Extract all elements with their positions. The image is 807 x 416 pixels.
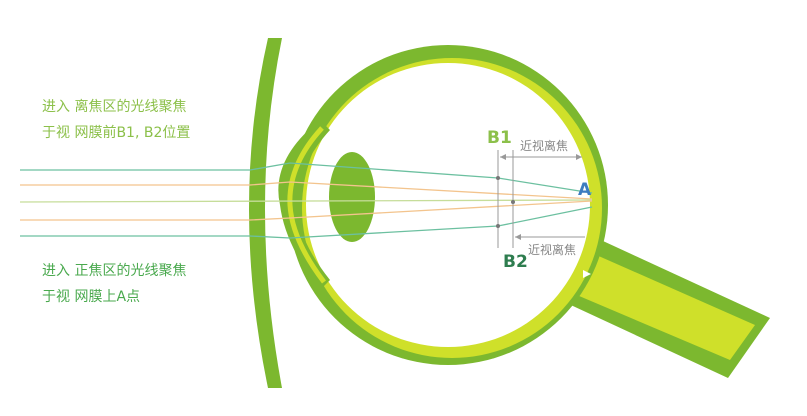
label-myopic-defocus-bottom: 近视离焦 (528, 243, 577, 257)
bottom-note: 进入 正焦区的光线聚焦 于视 网膜上A点 (42, 258, 186, 310)
bottom-note-line1: 进入 正焦区的光线聚焦 (42, 263, 187, 279)
label-b2: B2 (503, 252, 528, 272)
optic-nerve-core (565, 250, 755, 360)
bottom-note-line2: 于视 网膜上A点 (42, 289, 141, 305)
ray-green-bottom (20, 206, 593, 239)
label-b1: B1 (487, 128, 512, 148)
label-myopic-defocus-top: 近视离焦 (520, 139, 569, 153)
top-note-line2: 于视 网膜前B1, B2位置 (42, 125, 191, 141)
top-note: 进入 离焦区的光线聚焦 于视 网膜前B1, B2位置 (42, 94, 190, 146)
label-a: A (578, 180, 592, 200)
ray-green-top (20, 162, 593, 194)
light-rays (19, 162, 593, 239)
contact-lens (249, 38, 282, 388)
ray-center (19, 199, 593, 203)
ray-orange-top (20, 181, 593, 200)
top-note-line1: 进入 离焦区的光线聚焦 (42, 99, 187, 115)
crystalline-lens (329, 152, 375, 242)
vitreous (306, 63, 590, 347)
ray-orange-bottom (20, 200, 593, 221)
